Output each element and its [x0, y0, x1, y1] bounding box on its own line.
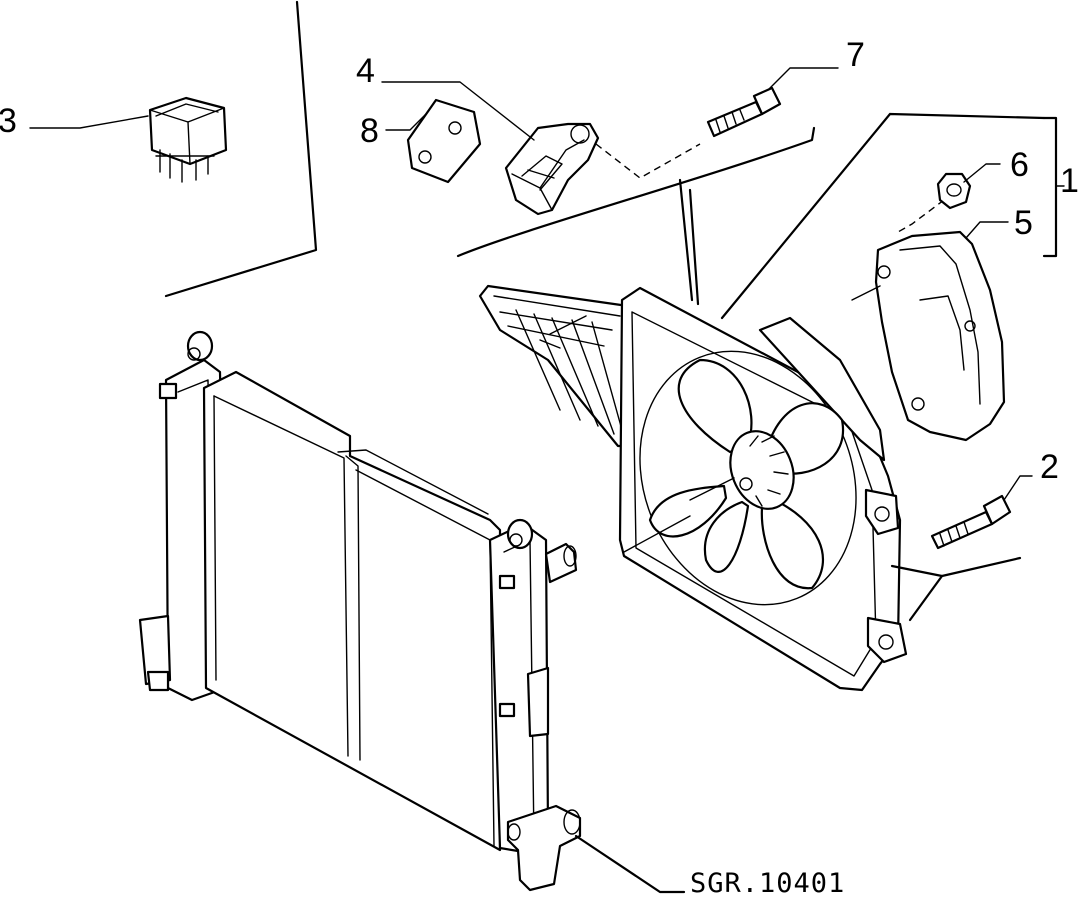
bolt-part-7 — [706, 86, 782, 138]
callout-part-8: 8 — [360, 112, 379, 150]
callout-part-5: 5 — [1014, 204, 1033, 242]
callout-part-2: 2 — [1040, 448, 1059, 486]
fan-hub — [729, 430, 795, 510]
group-divider-left — [164, 0, 318, 298]
plate-part-8 — [406, 98, 482, 184]
resistor-part-4 — [504, 122, 600, 216]
group-divider-top — [456, 126, 816, 258]
leader-lines — [29, 67, 1065, 894]
assembly-line-nut — [897, 199, 945, 233]
callout-part-7: 7 — [846, 36, 865, 74]
bolt-part-2 — [930, 494, 1012, 550]
fan-blades — [639, 350, 857, 606]
callout-part-6: 6 — [1010, 146, 1029, 184]
callout-part-1: 1 — [1060, 162, 1079, 200]
relay-part-3 — [148, 96, 228, 183]
fan-cover-part-5 — [874, 230, 1006, 442]
radiator — [138, 330, 582, 892]
callout-part-3: 3 — [0, 102, 17, 140]
nut-part-6 — [936, 172, 972, 210]
assembly-line-resistor — [595, 143, 701, 179]
callout-part-4: 4 — [356, 52, 375, 90]
diagram-reference-code: SGR.10401 — [690, 868, 845, 899]
